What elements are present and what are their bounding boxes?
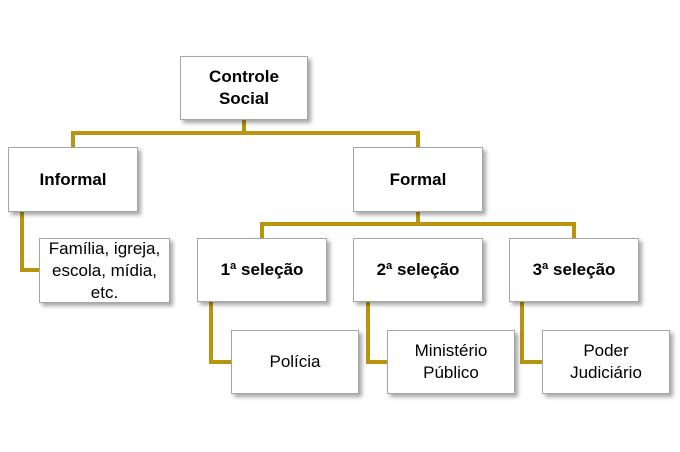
node-primeira-selecao: 1ª seleção bbox=[197, 238, 327, 302]
node-segunda-selecao: 2ª seleção bbox=[353, 238, 483, 302]
node-policia: Polícia bbox=[231, 330, 359, 394]
node-poder-judiciario: Poder Judiciário bbox=[542, 330, 670, 394]
node-terceira-selecao: 3ª seleção bbox=[509, 238, 639, 302]
connector-informal-to-child bbox=[20, 210, 41, 272]
connector-selecao2-to-ministerio bbox=[366, 300, 389, 364]
node-informal: Informal bbox=[8, 147, 138, 212]
node-familia-igreja: Família, igreja, escola, mídia, etc. bbox=[39, 238, 170, 303]
connector-selecao3-to-judiciario bbox=[520, 300, 544, 364]
node-formal: Formal bbox=[353, 147, 483, 212]
node-ministerio-publico: Ministério Público bbox=[387, 330, 515, 394]
node-controle-social: Controle Social bbox=[180, 56, 308, 120]
connector-selecao1-to-policia bbox=[209, 300, 233, 364]
